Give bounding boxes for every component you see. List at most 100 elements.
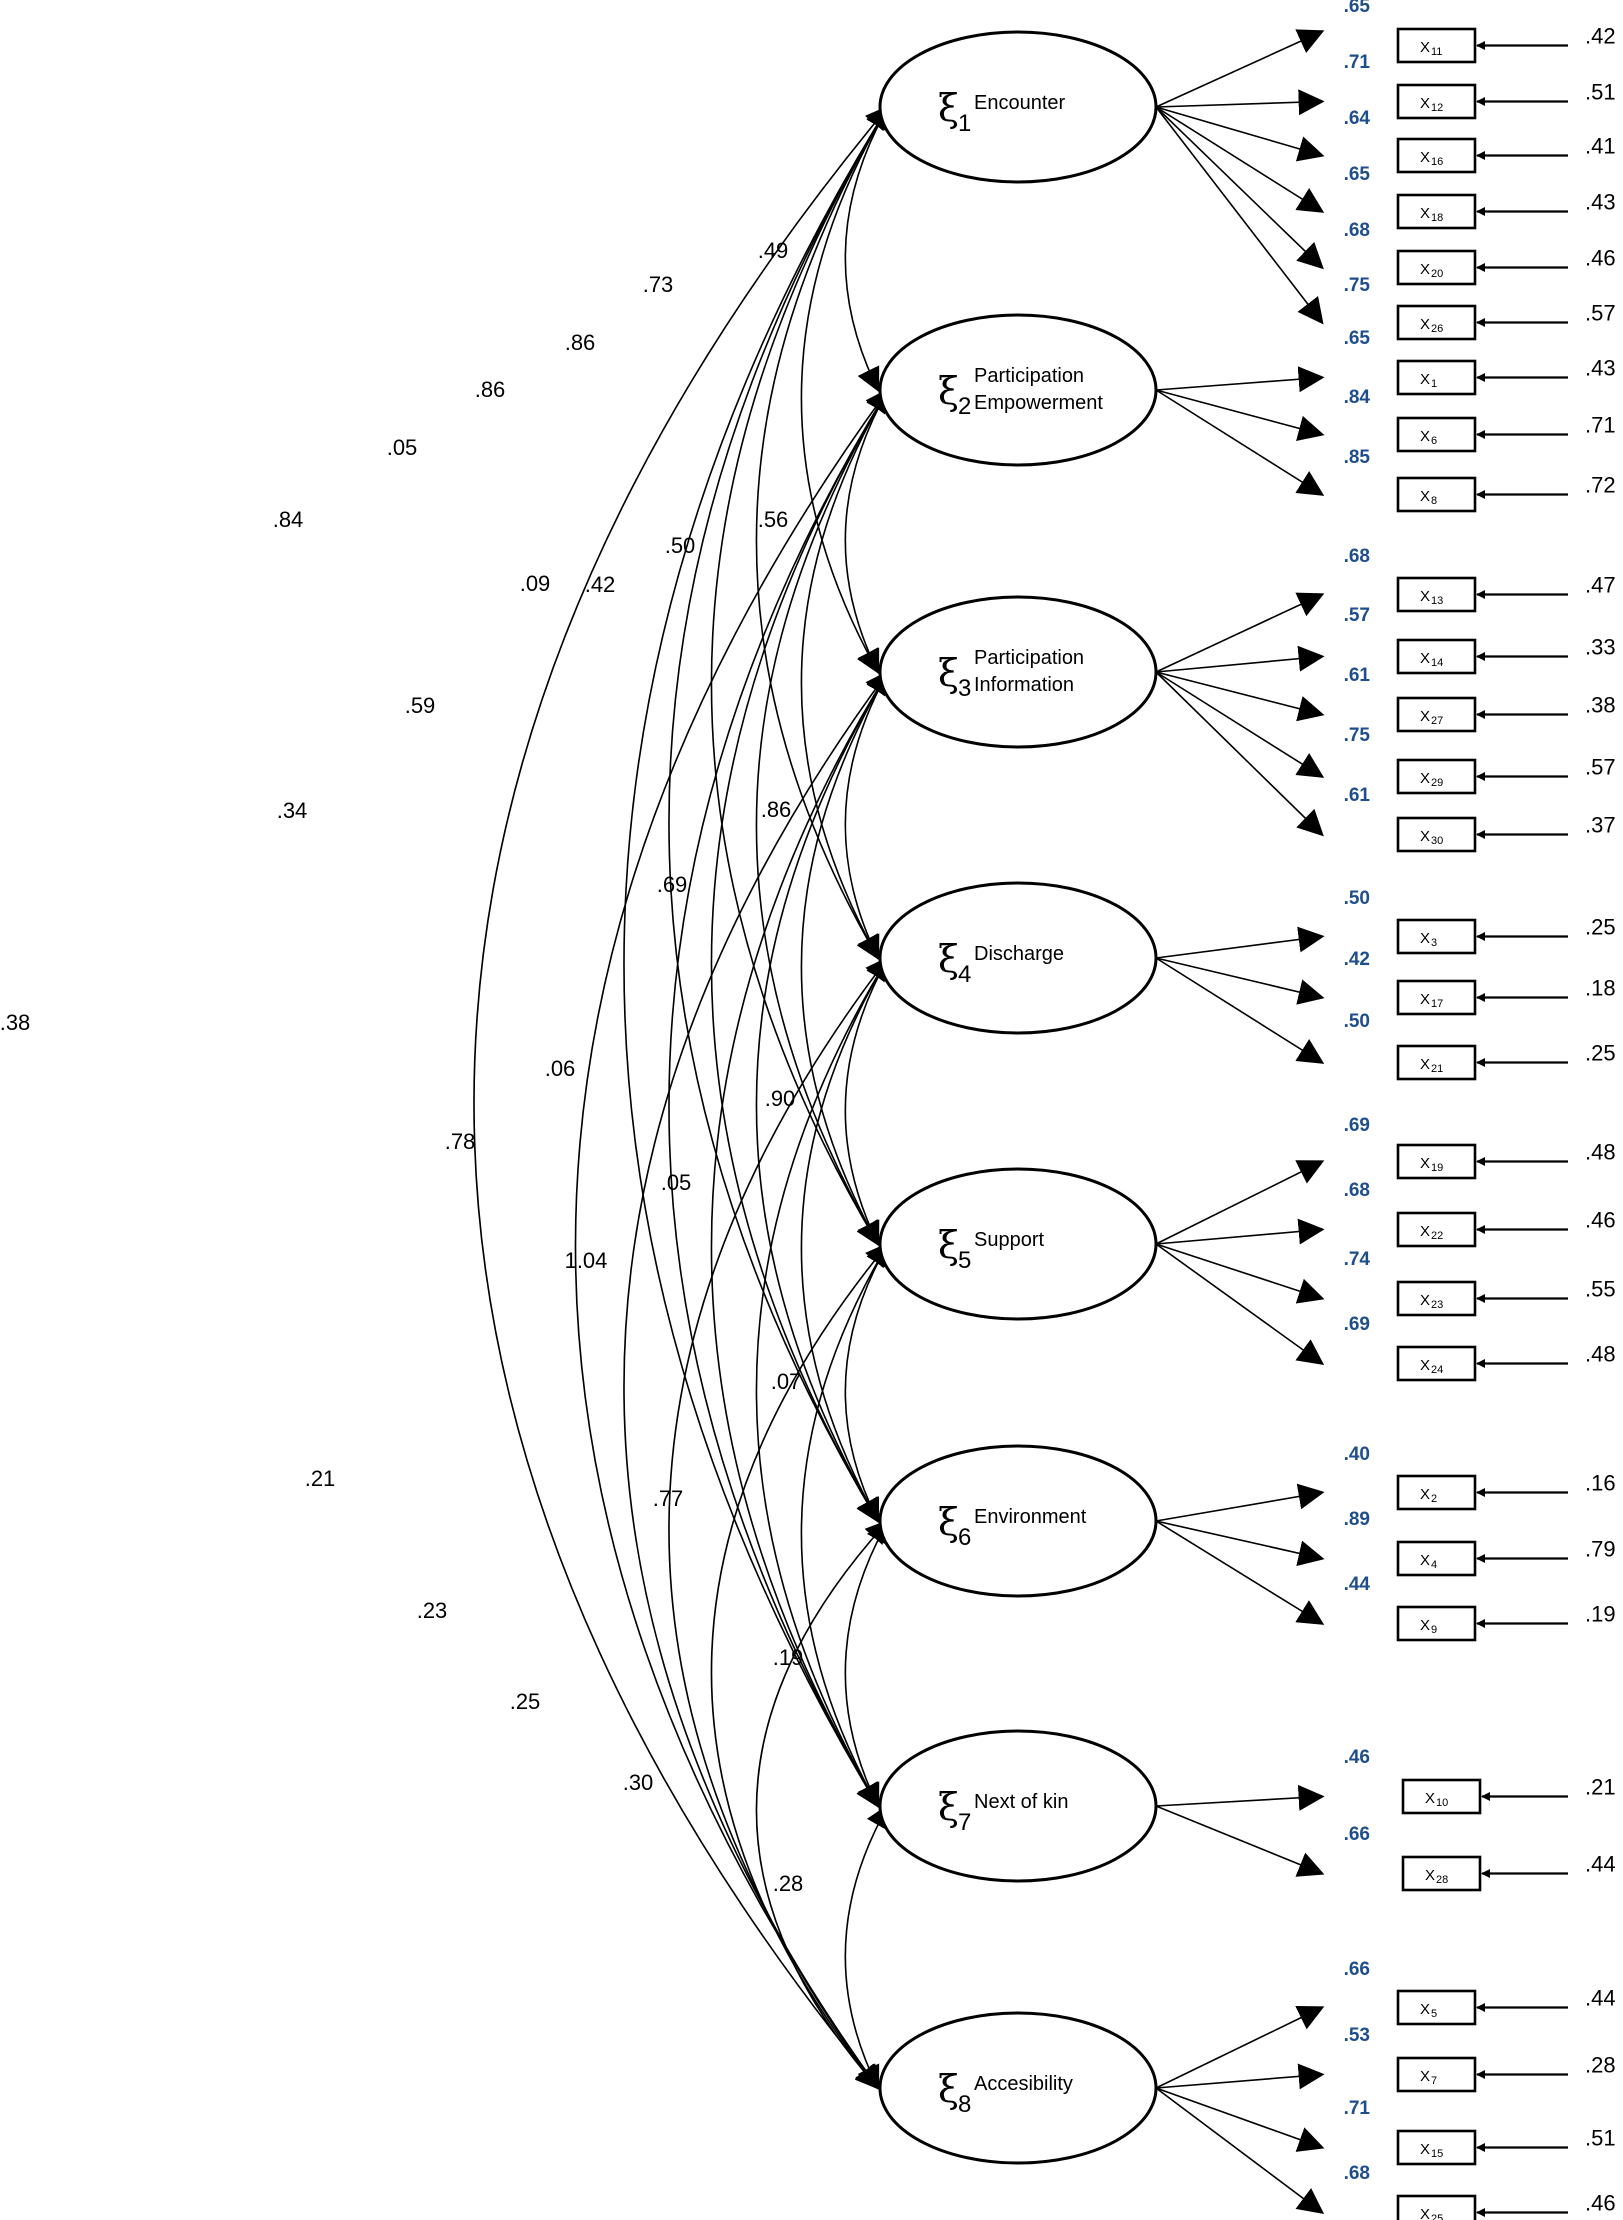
factor-ellipse	[878, 1167, 1158, 1321]
loading-arrow-x2	[1155, 1483, 1325, 1522]
error-variance-x6: .71	[1585, 413, 1616, 438]
correlation-label-1-7: .84	[273, 507, 304, 532]
loading-arrow-x28	[1155, 1805, 1325, 1877]
factor-name: Support	[974, 1229, 1044, 1251]
indicator-var: X	[1420, 2206, 1430, 2220]
indicator-box	[1396, 1989, 1477, 2026]
loading-value-x18: .65	[1344, 164, 1371, 185]
correlation-line-3-8	[623, 670, 890, 2090]
factor-name: Encounter	[974, 92, 1066, 114]
error-variance-x22: .46	[1585, 1208, 1616, 1233]
indicator-box	[1396, 1540, 1477, 1577]
loading-arrow-x19	[1155, 1160, 1325, 1245]
factor-name: Empowerment	[974, 392, 1103, 414]
factor-name: Participation	[974, 647, 1084, 669]
correlation-label-4-7: 1.04	[565, 1248, 608, 1273]
loading-value-x15: .71	[1344, 2098, 1371, 2119]
indicator-sub: 18	[1431, 212, 1443, 224]
loading-value-x4: .89	[1344, 1509, 1370, 1530]
indicator-box	[1396, 1474, 1477, 1511]
indicator-sub: 25	[1431, 2213, 1443, 2220]
indicator-box	[1396, 1143, 1477, 1180]
correlation-label-6-8: .30	[623, 1770, 654, 1795]
correlation-label-3-8: .21	[305, 1466, 336, 1491]
indicator-box	[1396, 1044, 1477, 1081]
indicator-box	[1396, 638, 1477, 675]
loading-arrow-x4	[1155, 1520, 1325, 1567]
loading-value-x23: .74	[1344, 1249, 1371, 1270]
factor-symbol: ξ	[938, 369, 959, 413]
indicator-sub: 17	[1431, 998, 1443, 1010]
correlation-label-4-8: .23	[417, 1598, 448, 1623]
factor-name: Next of kin	[974, 1791, 1068, 1813]
error-variance-x3: .25	[1585, 915, 1616, 940]
correlation-line-2-7	[668, 387, 890, 1809]
loading-value-x30: .61	[1344, 785, 1371, 806]
indicator-sub: 11	[1431, 46, 1442, 58]
indicator-var: X	[1420, 2141, 1430, 2158]
correlation-line-4-6	[800, 955, 890, 1524]
indicator-box	[1396, 979, 1477, 1016]
indicator-box	[1401, 1778, 1482, 1815]
indicator-var: X	[1420, 708, 1430, 725]
indicator-var: X	[1420, 149, 1430, 166]
indicator-var: X	[1420, 1223, 1430, 1240]
correlation-label-4-6: .05	[661, 1170, 692, 1195]
indicator-sub: 24	[1431, 1364, 1443, 1376]
factor-symbol: ξ	[938, 651, 959, 695]
error-variance-x5: .44	[1585, 1986, 1616, 2011]
indicator-var: X	[1420, 316, 1430, 333]
indicator-var: X	[1425, 1790, 1435, 1807]
factor-ellipse	[878, 1444, 1158, 1598]
indicator-box	[1396, 2129, 1477, 2166]
correlation-line-2-4	[800, 387, 890, 961]
correlation-line-1-8	[473, 105, 890, 2090]
loading-arrow-x13	[1155, 592, 1325, 673]
error-variance-x16: .41	[1585, 134, 1616, 159]
error-variance-x26: .57	[1585, 301, 1616, 326]
error-variance-x17: .18	[1585, 976, 1616, 1001]
loading-arrow-x8	[1155, 389, 1325, 496]
indicator-box	[1396, 476, 1477, 513]
indicator-box	[1396, 2056, 1477, 2093]
indicator-sub: 22	[1431, 1230, 1443, 1242]
correlation-line-2-3	[844, 387, 890, 675]
loading-value-x12: .71	[1344, 52, 1371, 73]
correlation-label-1-6: .05	[387, 435, 418, 460]
indicator-sub: 28	[1436, 1874, 1448, 1886]
error-variance-x18: .43	[1585, 190, 1616, 215]
indicator-box	[1396, 359, 1477, 396]
indicator-var: X	[1420, 488, 1430, 505]
correlation-line-3-4	[844, 669, 890, 961]
correlation-label-2-5: .42	[585, 572, 616, 597]
loading-value-x1: .65	[1344, 328, 1371, 349]
indicator-var: X	[1420, 261, 1430, 278]
indicator-var: X	[1420, 371, 1430, 388]
indicator-var: X	[1420, 39, 1430, 56]
correlation-line-5-7	[800, 1241, 890, 1809]
loading-value-x5: .66	[1344, 1959, 1370, 1980]
loading-value-x22: .68	[1344, 1180, 1370, 1201]
loading-arrow-x16	[1155, 106, 1325, 162]
loading-arrow-x21	[1155, 957, 1325, 1064]
error-variance-x2: .16	[1585, 1471, 1616, 1496]
correlation-line-3-5	[800, 669, 890, 1247]
indicator-box	[1396, 1345, 1477, 1382]
correlation-label-2-3: .56	[758, 507, 789, 532]
correlation-line-1-4	[755, 104, 890, 961]
indicator-var: X	[1420, 770, 1430, 787]
